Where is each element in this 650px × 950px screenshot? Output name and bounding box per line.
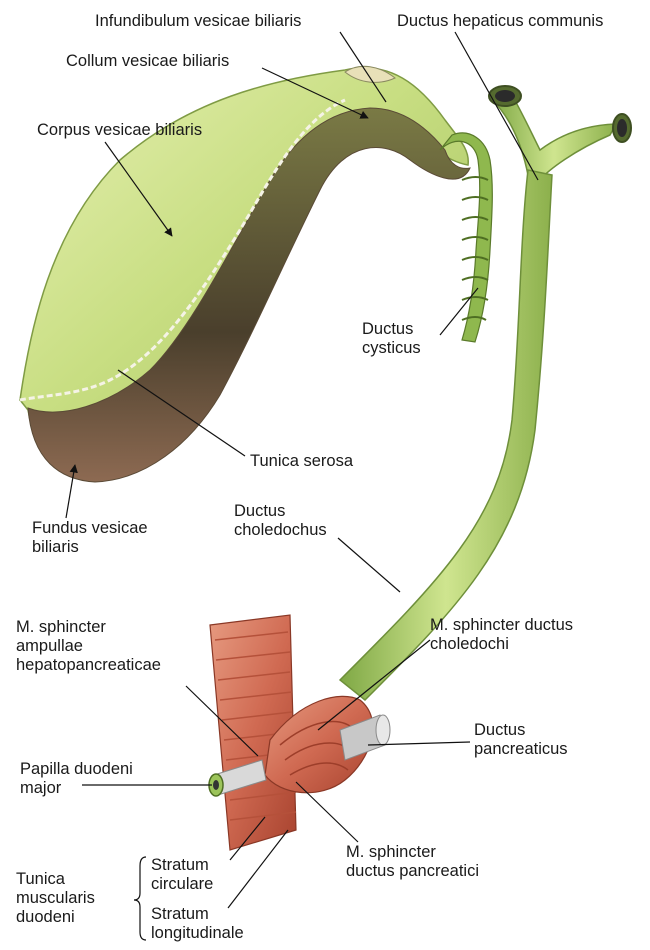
label-tunica-muscularis-line2: muscularis	[16, 889, 95, 908]
label-fundus-line2: biliaris	[32, 538, 148, 557]
label-sphincter-ampullae: M. sphincter ampullae hepatopancreaticae	[16, 618, 161, 675]
label-sphincter-pancreatici-line2: ductus pancreatici	[346, 862, 479, 881]
label-collum: Collum vesicae biliaris	[66, 52, 229, 71]
brace-tunica-muscularis	[134, 857, 146, 940]
label-choledochus: Ductus choledochus	[234, 502, 327, 540]
label-fundus-line1: Fundus vesicae	[32, 519, 148, 538]
label-serosa: Tunica serosa	[250, 452, 353, 471]
label-choledochus-line1: Ductus	[234, 502, 327, 521]
label-sphincter-pancreatici-line1: M. sphincter	[346, 843, 479, 862]
label-corpus: Corpus vesicae biliaris	[37, 121, 202, 140]
label-stratum-circulare-line2: circulare	[151, 875, 213, 894]
label-infundibulum: Infundibulum vesicae biliaris	[95, 12, 301, 31]
label-papilla-line2: major	[20, 779, 133, 798]
label-cysticus-line1: Ductus	[362, 320, 421, 339]
label-stratum-circulare-line1: Stratum	[151, 856, 213, 875]
label-cysticus: Ductus cysticus	[362, 320, 421, 358]
label-stratum-longitudinale-line2: longitudinale	[151, 924, 244, 943]
label-sphincter-ampullae-line2: ampullae	[16, 637, 161, 656]
label-sphincter-ampullae-line1: M. sphincter	[16, 618, 161, 637]
label-fundus: Fundus vesicae biliaris	[32, 519, 148, 557]
label-papilla: Papilla duodeni major	[20, 760, 133, 798]
label-stratum-longitudinale: Stratum longitudinale	[151, 905, 244, 943]
label-sphincter-choledochi: M. sphincter ductus choledochi	[430, 616, 573, 654]
duodenal-wall-muscle	[209, 615, 390, 850]
label-tunica-muscularis: Tunica muscularis duodeni	[16, 870, 95, 927]
label-choledochus-line2: choledochus	[234, 521, 327, 540]
label-tunica-muscularis-line3: duodeni	[16, 908, 95, 927]
label-pancreaticus-line2: pancreaticus	[474, 740, 568, 759]
label-sphincter-choledochi-line1: M. sphincter ductus	[430, 616, 573, 635]
label-hepaticus: Ductus hepaticus communis	[397, 12, 603, 31]
label-stratum-circulare: Stratum circulare	[151, 856, 213, 894]
label-pancreaticus-line1: Ductus	[474, 721, 568, 740]
label-tunica-muscularis-line1: Tunica	[16, 870, 95, 889]
leader-sphincter-pancreatici	[296, 782, 358, 842]
leader-choledochus	[338, 538, 400, 592]
label-cysticus-line2: cysticus	[362, 339, 421, 358]
label-sphincter-choledochi-line2: choledochi	[430, 635, 573, 654]
label-stratum-longitudinale-line1: Stratum	[151, 905, 244, 924]
label-sphincter-pancreatici: M. sphincter ductus pancreatici	[346, 843, 479, 881]
label-pancreaticus: Ductus pancreaticus	[474, 721, 568, 759]
label-papilla-line1: Papilla duodeni	[20, 760, 133, 779]
label-sphincter-ampullae-line3: hepatopancreaticae	[16, 656, 161, 675]
